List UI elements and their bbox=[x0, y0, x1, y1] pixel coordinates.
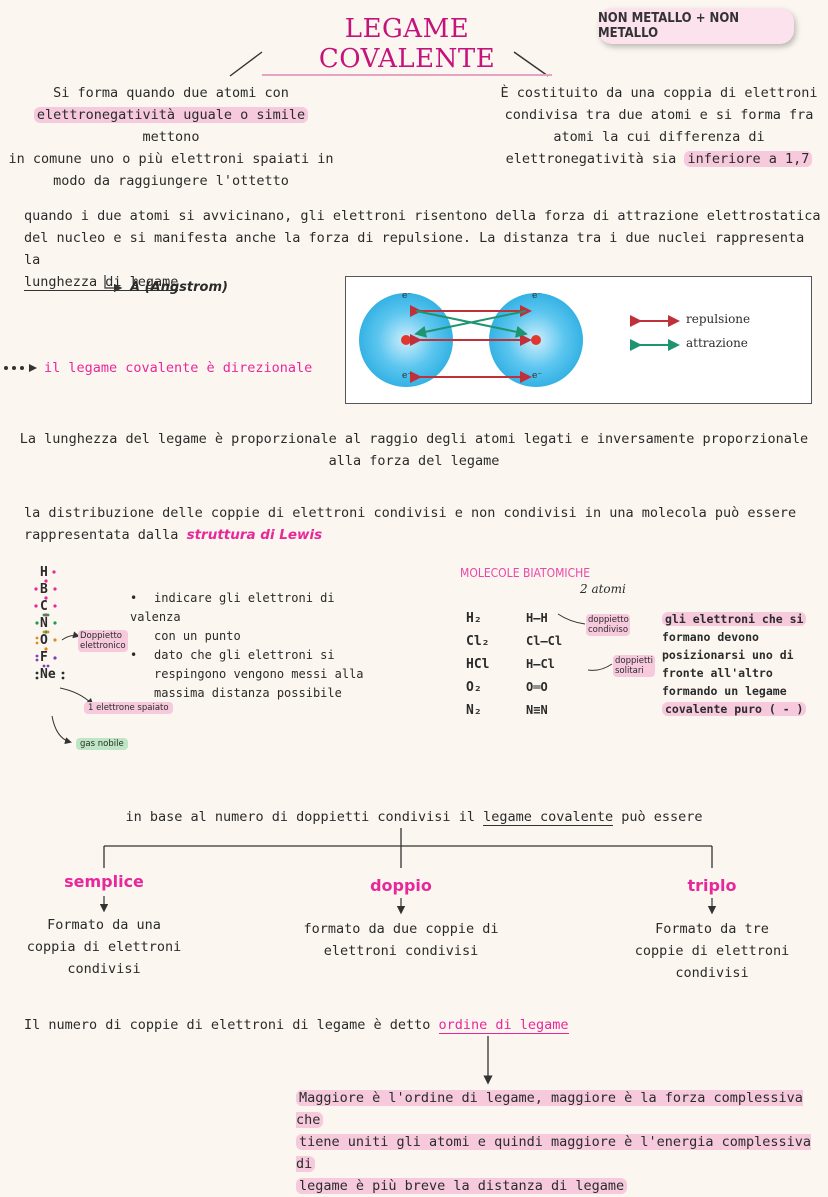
electron-label: e⁻ bbox=[532, 371, 543, 381]
page-title: LEGAME COVALENTE bbox=[262, 14, 552, 76]
type-triplo: triplo bbox=[687, 876, 737, 895]
bond-length-paragraph: La lunghezza del legame è proporzionale … bbox=[19, 431, 809, 469]
structure-n2: N≡N bbox=[526, 703, 548, 717]
lewis-ne: Ne bbox=[40, 667, 56, 682]
structure-column: H—H Cl—Cl H—Cl O═O N≡N bbox=[526, 607, 562, 722]
atoms-diagram bbox=[359, 293, 680, 387]
lewis-dots bbox=[34, 570, 65, 680]
note-doppietti-solitari: doppietti solitari bbox=[613, 655, 655, 677]
note-doppietto: Doppietto elettronico bbox=[78, 630, 128, 652]
highlight-threshold: inferiore a 1,7 bbox=[684, 151, 813, 167]
lewis-paragraph: la distribuzione delle coppie di elettro… bbox=[24, 505, 797, 543]
doppio-description: formato da due coppie di elettroni condi… bbox=[303, 921, 499, 959]
note-gas-nobile: gas nobile bbox=[76, 738, 128, 750]
lewis-f: F bbox=[40, 650, 48, 665]
right-definition: È costituito da una coppia di elettroni … bbox=[500, 85, 818, 167]
biatomic-subheading: 2 atomi bbox=[580, 582, 626, 596]
semplice-description: Formato da una coppia di elettroni condi… bbox=[26, 917, 182, 977]
lewis-n: N bbox=[40, 616, 48, 631]
legend-repulsion: repulsione bbox=[686, 312, 751, 326]
left-definition: Si forma quando due atomi con elettroneg… bbox=[8, 85, 334, 189]
biatomic-heading: MOLECOLE BIATOMICHE bbox=[460, 566, 591, 580]
formula-n2: N₂ bbox=[466, 703, 482, 718]
structure-cl2: Cl—Cl bbox=[526, 634, 563, 648]
types-intro: in base al numero di doppietti condivisi… bbox=[125, 809, 703, 826]
structure-hcl: H—Cl bbox=[526, 657, 555, 671]
lewis-o: O bbox=[40, 633, 48, 648]
electron-label: e⁻ bbox=[402, 371, 413, 381]
formula-h2: H₂ bbox=[466, 611, 482, 626]
type-doppio: doppio bbox=[370, 876, 432, 895]
electron-label: e⁻ bbox=[532, 291, 543, 301]
electron-label: e⁻ bbox=[402, 291, 413, 301]
lewis-h: H bbox=[40, 565, 48, 580]
formula-hcl: HCl bbox=[466, 657, 490, 672]
structure-h2: H—H bbox=[526, 611, 548, 625]
category-badge: NON METALLO + NON METALLO bbox=[598, 8, 794, 44]
bond-length-term: lunghezza di legame bbox=[24, 274, 179, 291]
bond-order-term: ordine di legame bbox=[438, 1017, 569, 1034]
bond-order-explanation: Maggiore è l'ordine di legame, maggiore … bbox=[296, 1090, 812, 1194]
nucleus-right bbox=[531, 335, 541, 345]
highlight-electronegativity: elettronegatività uguale o simile bbox=[33, 107, 309, 123]
bond-order-line: Il numero di coppie di elettroni di lega… bbox=[24, 1017, 569, 1034]
directional-note: il legame covalente è direzionale bbox=[44, 360, 313, 376]
formula-column: H₂ Cl₂ HCl O₂ N₂ bbox=[466, 607, 489, 722]
formula-o2: O₂ bbox=[466, 680, 482, 695]
angstrom-unit: Å (Angstrom) bbox=[130, 280, 228, 295]
structure-o2: O═O bbox=[526, 680, 548, 694]
triplo-description: Formato da tre coppie di elettroni condi… bbox=[634, 921, 790, 981]
attraction-paragraph: quando i due atomi si avvicinano, gli el… bbox=[24, 208, 821, 291]
lewis-bullets: •indicare gli elettroni di valenza con u… bbox=[130, 591, 364, 700]
lewis-c: C bbox=[40, 599, 48, 614]
lewis-b: B bbox=[40, 582, 48, 597]
legend-attraction: attrazione bbox=[686, 336, 748, 350]
force-figure: e⁻ e⁻ e⁻ e⁻ repulsione attrazione bbox=[345, 276, 812, 404]
lewis-term: struttura di Lewis bbox=[186, 527, 323, 543]
biatomic-side-note: gli elettroni che si formano devono posi… bbox=[662, 610, 807, 718]
type-semplice: semplice bbox=[64, 872, 144, 891]
formula-cl2: Cl₂ bbox=[466, 634, 490, 649]
lewis-symbols-column: H B C N O F Ne bbox=[40, 564, 70, 683]
nucleus-left bbox=[401, 335, 411, 345]
note-doppietto-condiviso: doppietto condiviso bbox=[586, 614, 630, 636]
note-spaiato: 1 elettrone spaiato bbox=[84, 702, 173, 714]
